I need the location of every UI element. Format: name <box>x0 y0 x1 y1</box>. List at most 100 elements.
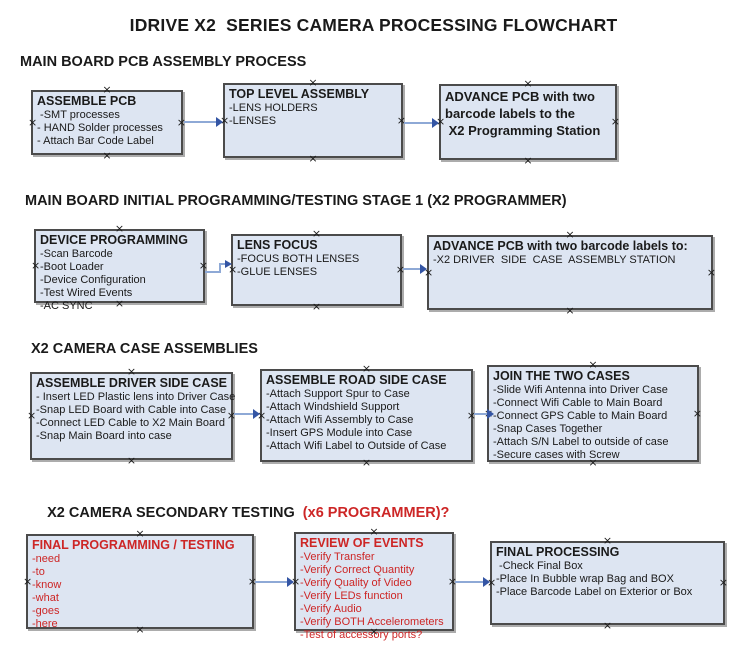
arrow-head-icon <box>253 409 260 419</box>
section-heading-red-part: (x6 PROGRAMMER)? <box>302 505 450 521</box>
arrow-line <box>184 121 218 123</box>
connector-anchor-icon: × <box>565 228 575 241</box>
box-title: ASSEMBLE ROAD SIDE CASE <box>266 373 447 387</box>
connector-anchor-icon: × <box>361 456 372 469</box>
arrow-line <box>474 413 489 415</box>
box-item: -Verify Transfer <box>300 551 375 563</box>
connector-anchor-icon: × <box>610 115 620 128</box>
box-item: -GLUE LENSES <box>237 266 318 278</box>
connector-anchor-icon: × <box>31 259 41 272</box>
section-heading-initial-programming: MAIN BOARD INITIAL PROGRAMMING/TESTING S… <box>25 193 567 209</box>
flow-box-top-level-assembly[interactable]: TOP LEVEL ASSEMBLY -LENS HOLDERS -LENSES… <box>220 77 406 164</box>
arrow-line <box>255 581 289 583</box>
flow-box-final-programming-testing[interactable]: FINAL PROGRAMMING / TESTING -need -to -k… <box>23 528 257 635</box>
box-item: -Attach Wifi Assembly to Case <box>266 414 414 426</box>
connector-anchor-icon: × <box>602 619 613 632</box>
box-item: -Attach S/N Label to outside of case <box>493 436 669 448</box>
box-title-line: X2 Programming Station <box>445 123 601 138</box>
arrow-head-icon <box>216 117 223 127</box>
box-item: -goes <box>32 605 60 617</box>
box-title: REVIEW OF EVENTS <box>300 536 424 550</box>
box-item: -to <box>32 566 45 578</box>
arrow-head-icon <box>420 264 427 274</box>
box-title: ASSEMBLE DRIVER SIDE CASE <box>36 376 228 390</box>
box-item: -Check Final Box <box>496 560 583 572</box>
box-item: -Place Barcode Label on Exterior or Box <box>496 586 693 598</box>
connector-anchor-icon: × <box>126 454 137 467</box>
connector-arrow[interactable] <box>255 577 294 587</box>
connector-anchor-icon: × <box>523 77 533 90</box>
arrow-line <box>205 263 225 273</box>
box-item: -Insert GPS Module into Case <box>266 427 413 439</box>
flow-box-assemble-driver-side-case[interactable]: ASSEMBLE DRIVER SIDE CASE - Insert LED P… <box>27 366 236 466</box>
box-title: ADVANCE PCB with two barcode labels to: <box>433 239 688 253</box>
flow-box-review-of-events[interactable]: REVIEW OF EVENTS -Verify Transfer -Verif… <box>291 526 457 641</box>
arrow-line <box>234 413 255 415</box>
box-item: -Slide Wifi Antenna into Driver Case <box>493 384 668 396</box>
section-heading-black-part: X2 CAMERA SECONDARY TESTING <box>47 505 303 521</box>
flow-box-join-the-two-cases[interactable]: JOIN THE TWO CASES -Slide Wifi Antenna i… <box>484 359 702 468</box>
connector-anchor-icon: × <box>692 406 702 420</box>
connector-arrow[interactable] <box>404 118 439 128</box>
section-heading-pcb-assembly: MAIN BOARD PCB ASSEMBLY PROCESS <box>20 54 307 70</box>
box-item: -AC SYNC <box>40 300 93 312</box>
box-item: -X2 DRIVER SIDE CASE ASSEMBLY STATION <box>433 254 676 266</box>
section-heading-secondary-testing: X2 CAMERA SECONDARY TESTING (x6 PROGRAMM… <box>31 489 449 537</box>
connector-arrow[interactable] <box>184 117 223 127</box>
box-item: -Scan Barcode <box>40 248 113 260</box>
box-item: -Test Wired Events <box>40 287 133 299</box>
box-item: - Attach Bar Code Label <box>37 135 154 147</box>
connector-anchor-icon: × <box>718 576 728 589</box>
connector-arrow-elbow[interactable] <box>205 257 232 275</box>
flow-box-advance-pcb-station[interactable]: ADVANCE PCB with two barcode labels to t… <box>436 78 620 166</box>
arrow-line <box>404 122 434 124</box>
box-item: -LENSES <box>229 115 277 127</box>
arrow-head-icon <box>487 409 494 419</box>
connector-anchor-icon: × <box>28 115 38 129</box>
connector-anchor-icon: × <box>361 362 372 375</box>
section-heading-case-assemblies: X2 CAMERA CASE ASSEMBLIES <box>31 341 258 357</box>
box-item: -need <box>32 553 61 565</box>
box-title: FINAL PROCESSING <box>496 545 620 559</box>
connector-arrow[interactable] <box>474 409 494 419</box>
connector-anchor-icon: × <box>308 76 318 89</box>
connector-anchor-icon: × <box>588 358 598 371</box>
flow-box-lens-focus[interactable]: LENS FOCUS -FOCUS BOTH LENSES -GLUE LENS… <box>228 228 405 312</box>
box-item: -Verify LEDs function <box>300 590 403 602</box>
box-item: -know <box>32 579 62 591</box>
box-item: -what <box>32 592 59 604</box>
box-item: -Connect Wifi Cable to Main Board <box>493 397 663 409</box>
flow-box-device-programming[interactable]: DEVICE PROGRAMMING -Scan Barcode -Boot L… <box>31 223 208 312</box>
flow-box-assemble-road-side-case[interactable]: ASSEMBLE ROAD SIDE CASE -Attach Support … <box>257 363 476 468</box>
connector-anchor-icon: × <box>114 222 125 235</box>
connector-anchor-icon: × <box>102 149 112 162</box>
box-item: -Attach Support Spur to Case <box>266 388 410 400</box>
box-title: ASSEMBLE PCB <box>37 94 137 108</box>
box-item: -Secure cases with Screw <box>493 449 620 461</box>
connector-arrow[interactable] <box>234 409 260 419</box>
box-title: DEVICE PROGRAMMING <box>40 233 188 247</box>
box-item: - Insert LED Plastic lens into Driver Ca… <box>36 391 236 403</box>
page-title: IDRIVE X2 SERIES CAMERA PROCESSING FLOWC… <box>129 15 618 35</box>
box-item: -Attach Wifi Label to Outside of Case <box>266 440 447 452</box>
connector-anchor-icon: × <box>102 83 112 96</box>
box-item: -FOCUS BOTH LENSES <box>237 253 360 265</box>
arrow-head-icon <box>287 577 294 587</box>
box-item: -Verify Audio <box>300 603 362 615</box>
box-title: JOIN THE TWO CASES <box>493 369 630 383</box>
flow-box-final-processing[interactable]: FINAL PROCESSING -Check Final Box -Place… <box>487 535 728 631</box>
connector-arrow[interactable] <box>455 577 490 587</box>
flow-box-assemble-pcb[interactable]: ASSEMBLE PCB -SMT processes - HAND Solde… <box>28 84 186 161</box>
box-item: -Test of accessory ports? <box>300 629 423 641</box>
connector-arrow[interactable] <box>403 264 427 274</box>
box-item: -SMT processes <box>37 109 120 121</box>
box-item: - HAND Solder processes <box>37 122 163 134</box>
box-item: -Verify Quality of Video <box>300 577 412 589</box>
box-title-line: barcode labels to the <box>445 106 576 121</box>
flow-box-advance-pcb-driver-station[interactable]: ADVANCE PCB with two barcode labels to: … <box>424 229 716 316</box>
box-item: -Boot Loader <box>40 261 104 273</box>
arrow-head-icon <box>225 260 232 268</box>
connector-anchor-icon: × <box>602 534 613 547</box>
arrow-head-icon <box>432 118 439 128</box>
